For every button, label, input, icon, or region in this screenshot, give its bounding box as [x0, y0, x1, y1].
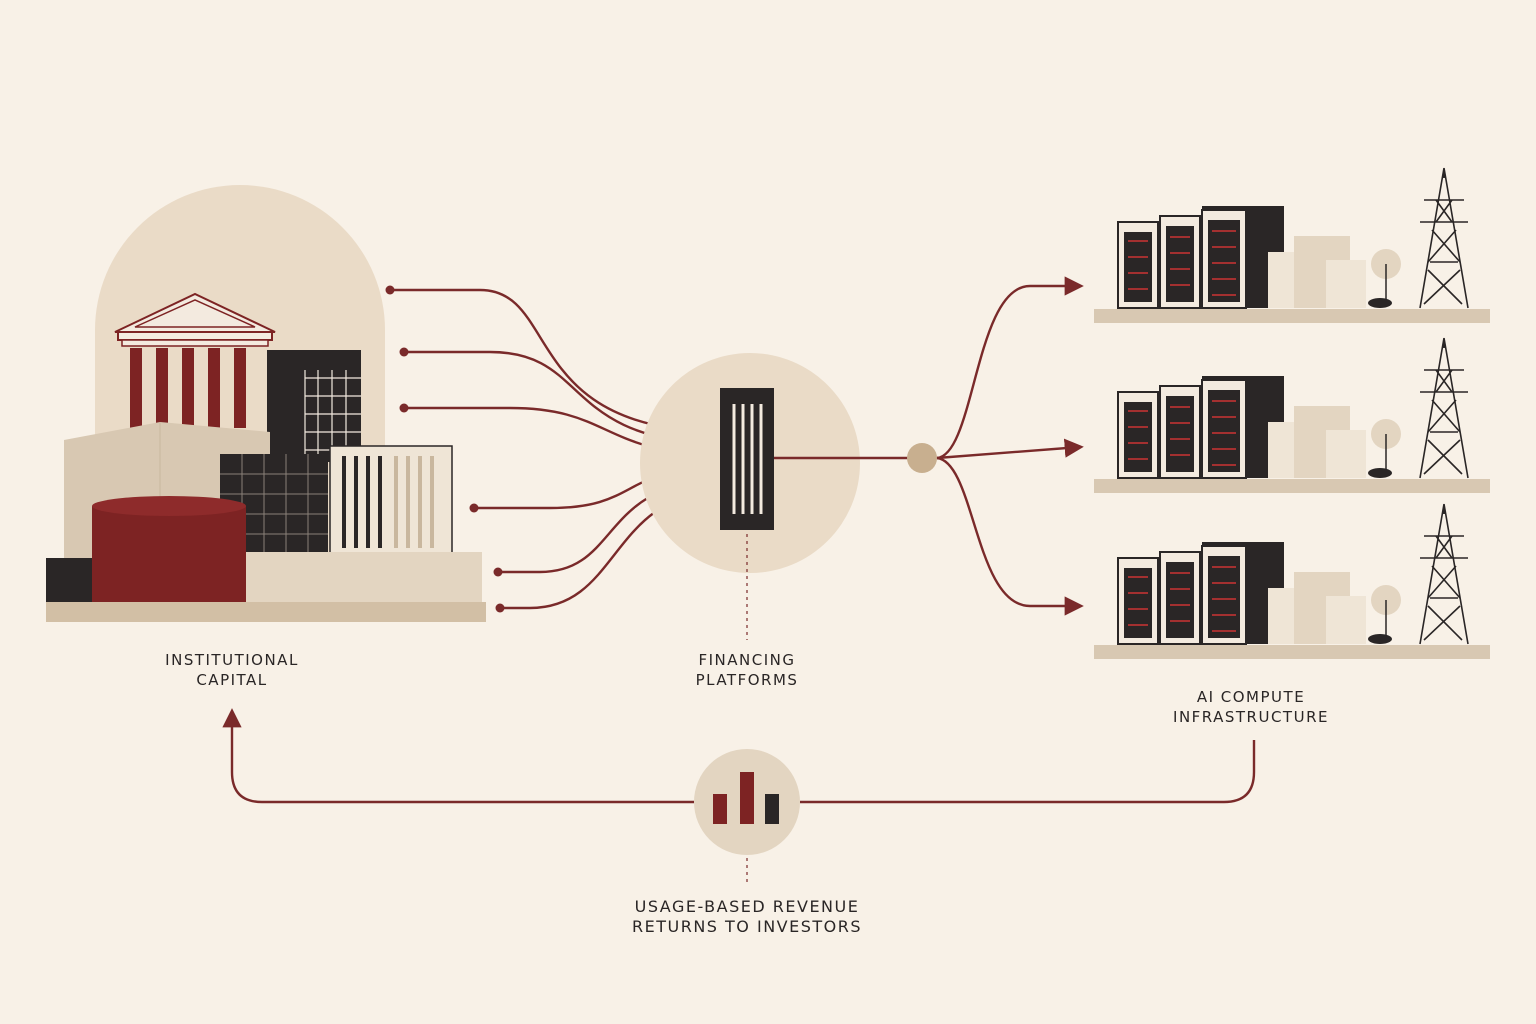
data-center-icon: [1117, 376, 1401, 479]
infrastructure-branches: [936, 276, 1084, 616]
usage-based-revenue-label: USAGE-BASED REVENUE RETURNS TO INVESTORS: [597, 897, 897, 937]
institutional-capital-label: INSTITUTIONAL CAPITAL: [132, 650, 332, 690]
institutional-buildings-icon: [46, 185, 486, 622]
revenue-label-line2: RETURNS TO INVESTORS: [631, 917, 863, 936]
financing-platforms-label: FINANCING PLATFORMS: [647, 650, 847, 690]
temple-icon: [114, 292, 276, 428]
data-center-icon: [1117, 206, 1401, 309]
power-tower-icon: [1419, 167, 1469, 309]
capital-label-line2: CAPITAL: [196, 671, 268, 689]
infra-label-line1: AI COMPUTE: [1196, 688, 1306, 706]
data-center-row-2: [1094, 337, 1490, 493]
power-tower-icon: [1419, 503, 1469, 645]
revenue-label-line1: USAGE-BASED REVENUE: [634, 897, 860, 916]
ai-compute-infrastructure-label: AI COMPUTE INFRASTRUCTURE: [1141, 687, 1361, 727]
revenue-return-loop: [222, 708, 1256, 804]
data-center-row-1: [1094, 167, 1490, 323]
platform-label-line1: FINANCING: [698, 651, 796, 669]
financing-platform-icon: [640, 353, 860, 640]
bar-chart-icon: [694, 749, 800, 886]
capital-label-line1: INSTITUTIONAL: [165, 651, 299, 669]
infra-label-line2: INFRASTRUCTURE: [1173, 708, 1329, 726]
capital-outlet-dots: [385, 285, 505, 613]
data-center-row-3: [1094, 503, 1490, 659]
platform-label-line2: PLATFORMS: [695, 671, 799, 689]
capital-reserve-cylinder: [92, 496, 246, 604]
power-tower-icon: [1419, 337, 1469, 479]
data-center-icon: [1117, 542, 1401, 645]
distribution-hub-icon: [907, 443, 937, 473]
